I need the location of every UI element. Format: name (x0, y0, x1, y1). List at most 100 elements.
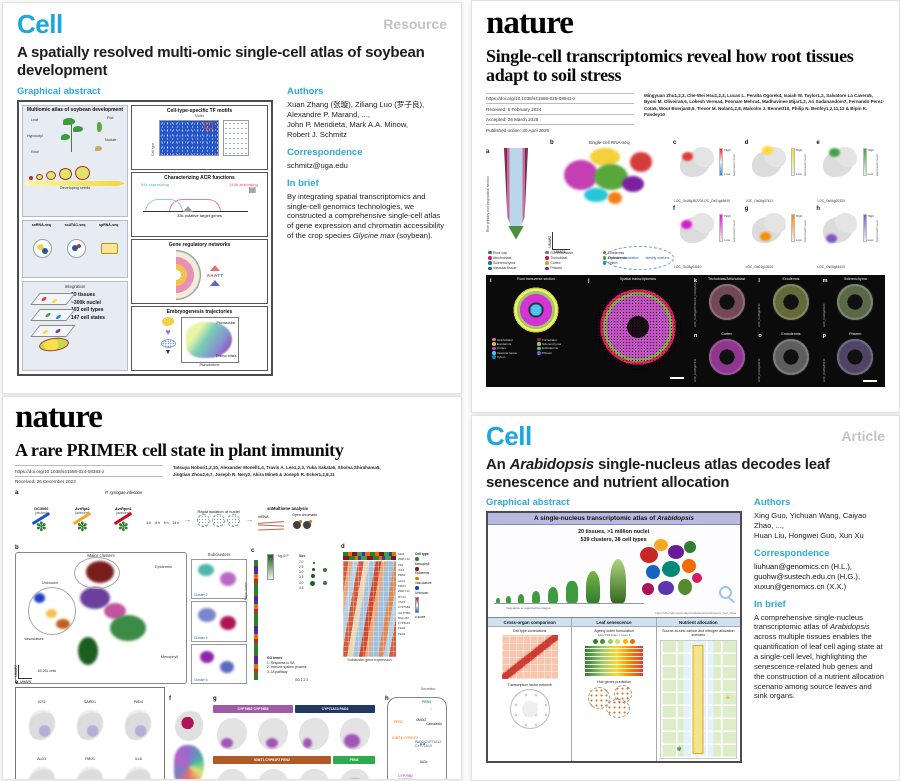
dot (71, 244, 78, 251)
umap-blob (125, 767, 152, 779)
panel-letter: n (694, 332, 698, 339)
panel-letter: k (694, 277, 698, 284)
correspondence-email[interactable]: xuxun@genomics.cn (X.X.) (754, 581, 847, 591)
gene-label: WRKY33 (398, 589, 410, 594)
nodule-shape (95, 145, 102, 151)
cluster-outline (74, 557, 120, 590)
allocation-diagram: ☀ ✾ (659, 639, 737, 760)
plant-stage (518, 594, 524, 604)
plant-leaf (73, 125, 83, 132)
expression-patch (826, 233, 838, 243)
label-pod: Pod (107, 115, 114, 120)
legend-item: Atrichoblast (488, 256, 541, 261)
umap1-axis-label: UMAP1 (554, 250, 566, 255)
root-section-image (706, 336, 747, 377)
identify-markers-label: Identify markers (645, 255, 670, 260)
gene-label: LOC_Os05g38770/LOC_Os01g64640 (693, 279, 697, 327)
timepoint: 9 h (163, 521, 169, 526)
tint-overlay (835, 336, 876, 377)
expression-axis-label: Expression level (803, 219, 808, 242)
in-brief-text: A comprehensive single-nucleus transcrip… (754, 612, 885, 701)
atlas-stats: 20 tissues, >1 million nuclei 539 cluste… (578, 529, 649, 544)
correspondence-email[interactable]: guohw@sustech.edu.cn (H.G.), (754, 571, 861, 581)
provascular-label: Provascular (216, 321, 236, 326)
correspondence-email[interactable]: schmitz@uga.edu (287, 160, 348, 170)
plant-stage (610, 559, 626, 604)
nucleus-icon (197, 513, 211, 527)
correspondence-email[interactable]: liuhuan@genomics.cn (H.L.), (754, 561, 853, 571)
gene-label: LOC_Os06g20320 (817, 198, 845, 203)
arrow-icon: → (246, 516, 254, 524)
umap-cluster (608, 191, 622, 204)
iaox-node: IAOx (420, 760, 428, 765)
stage-axis (494, 603, 644, 605)
legend-swatch (602, 261, 607, 265)
correspondence-emails[interactable]: liuhuan@genomics.cn (H.L.),guohw@sustech… (754, 562, 885, 592)
graphical-abstract-heading: Graphical abstract (17, 86, 101, 98)
doi-link[interactable]: https://doi.org/10.1038/s41586-024-08383… (15, 465, 163, 476)
legend-label: Vascular tissue (493, 266, 517, 271)
treatment-name: AvrRpm1 (114, 506, 132, 511)
subclusters-title: Subclusters (207, 552, 231, 558)
gray-umap (751, 212, 788, 251)
panel-g: g CYP79B2 CYP79B3 CYP71A13 PAD3 IGMT1 CY… (213, 687, 381, 779)
mi3g-node: 4MI3G (416, 718, 427, 723)
atlas-url[interactable]: https://db.cngb.org/codeplot/datasets/Ar… (655, 611, 736, 616)
expression-patch (829, 147, 841, 157)
gene-umap (336, 765, 375, 779)
plant-stage (548, 587, 558, 604)
legend-label: Cortex (497, 346, 506, 351)
graphical-abstract: Multiomic atlas of soybean development L… (17, 100, 273, 377)
gene-group-bar: IGMT1 CYP81F2 PEN2 (213, 756, 331, 765)
gene-label: LOC_Os01g13610 (757, 358, 762, 382)
gene-label: BGLU34 (398, 615, 409, 620)
stage-axis-label: Vegetative to reproductive stages (506, 606, 551, 611)
plant-stem (71, 117, 72, 152)
dot (41, 330, 49, 335)
gene-label: PEN3 (398, 631, 406, 636)
published-date: Published online: 30 April 2025 (486, 124, 634, 135)
gene-umaps-row (213, 714, 381, 754)
umap-blob (28, 767, 55, 779)
dot (323, 581, 327, 586)
umap-cluster (684, 541, 696, 554)
panel-e: e ICS1 SARD1 PAD4 ALD1 FMO1 ILL6 Subclus… (15, 680, 165, 779)
gene-group-bar: PEN3 (333, 756, 375, 765)
panel-letter: c (251, 548, 255, 555)
plant-leaf (63, 117, 75, 125)
atlas-stat: 10 tissues (71, 292, 96, 299)
legend-swatch (492, 342, 496, 346)
umap-cluster (646, 565, 660, 580)
legend-label: Xylem (607, 261, 618, 266)
author-line: Xuan Zhang (张璇), Ziliang Luo (罗子良), (287, 100, 425, 110)
doi-link[interactable]: https://doi.org/10.1038/s41586-025-08941… (486, 92, 634, 104)
panel-title: Exodermis (782, 276, 800, 281)
umap-cluster (682, 559, 696, 574)
treatment-type: (avirulent) (116, 511, 131, 516)
plane (30, 293, 76, 306)
activating-label: 163k activating (229, 182, 258, 188)
subcluster-plot: Cluster 2 (191, 559, 247, 600)
legend-item: Trichoblast (537, 338, 580, 342)
nucleus-icon (227, 513, 241, 527)
umap1-axis-label: UMAP1 (20, 679, 32, 684)
legend-label: Root cap (493, 250, 508, 255)
panel-h: h Secretion PEN3 ↑ PEN2 4MI3G Camalexin … (385, 687, 449, 779)
mrna-squiggle (258, 520, 285, 524)
plant-stage (506, 596, 511, 604)
panel-title: Root transverse section (517, 276, 555, 281)
root-transverse-diagram (509, 282, 563, 337)
hub-gene-networks (586, 685, 642, 719)
column-header: Nutrient allocation (656, 618, 740, 628)
panel-title: Trichoblast/Atrichoblast (708, 276, 746, 281)
paper-primer: nature A rare PRIMER cell state in plant… (2, 396, 462, 780)
umap2-axis-label: UMAP2 (13, 665, 18, 678)
gene-label: VSP1 (398, 599, 406, 604)
legend-swatch (488, 250, 492, 255)
panel-letter: h (816, 205, 820, 212)
legend-item: Phloem (537, 351, 580, 355)
umap-cluster (668, 545, 684, 560)
plant-stage (496, 598, 500, 604)
